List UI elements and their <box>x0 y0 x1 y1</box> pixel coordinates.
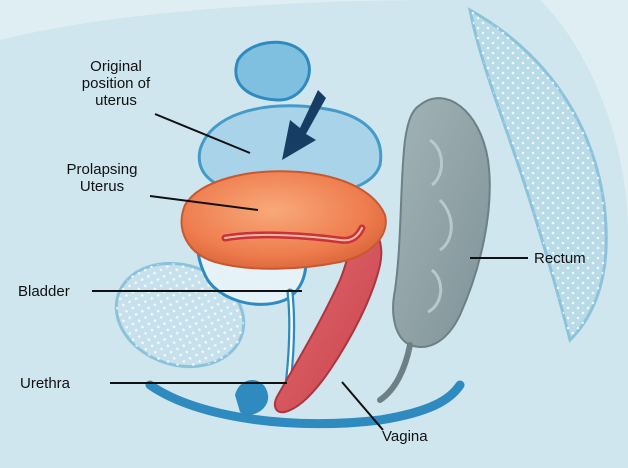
label-urethra: Urethra <box>20 375 70 392</box>
label-rectum: Rectum <box>534 250 586 267</box>
label-prolapsing-uterus: Prolapsing Uterus <box>52 161 152 195</box>
label-original-position-line3: uterus <box>66 92 166 109</box>
label-vagina: Vagina <box>382 428 428 445</box>
label-bladder: Bladder <box>18 283 70 300</box>
ovary <box>236 42 310 100</box>
label-original-position: Original position of uterus <box>66 58 166 109</box>
label-original-position-line1: Original <box>66 58 166 75</box>
prolapsing-uterus-organ <box>182 171 386 269</box>
label-prolapsing-uterus-line2: Uterus <box>52 178 152 195</box>
label-original-position-line2: position of <box>66 75 166 92</box>
label-prolapsing-uterus-line1: Prolapsing <box>52 161 152 178</box>
